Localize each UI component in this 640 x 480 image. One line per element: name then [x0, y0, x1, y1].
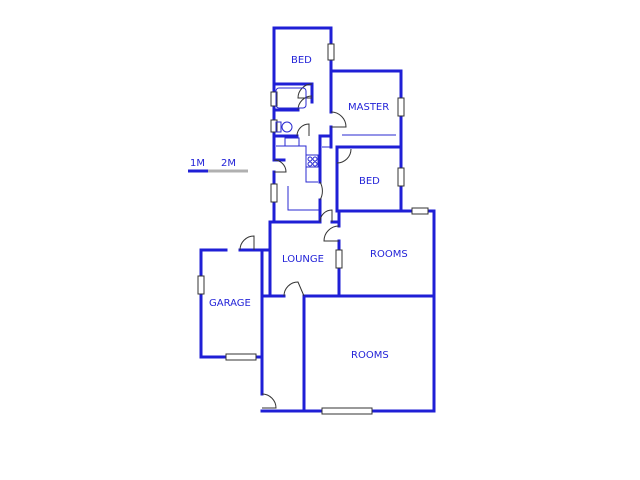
room-label-garage: GARAGE: [209, 298, 251, 309]
kitchen-sink: [284, 137, 300, 147]
door-bed-mid: [336, 148, 352, 164]
door-garage: [239, 235, 255, 251]
room-label-bed-top: BED: [291, 55, 312, 66]
room-label-rooms-lower: ROOMS: [351, 350, 389, 361]
wall-garage-left: [199, 248, 228, 359]
toilet-cistern: [275, 121, 282, 133]
scale-bar: 1M 2M: [188, 158, 248, 173]
stove-burner: [307, 161, 313, 167]
door-lower-passage: [283, 281, 305, 297]
windows: [197, 43, 429, 415]
door-toilet: [296, 123, 310, 137]
window-rooms-lower: [321, 407, 373, 415]
stove-burner: [307, 156, 313, 162]
door-bed-top: [297, 83, 313, 99]
toilet-bowl: [281, 121, 293, 133]
wall-kitchen-left: [272, 134, 286, 162]
window-passage: [270, 183, 278, 203]
window-bed-mid: [397, 167, 405, 187]
fixtures: [275, 87, 396, 211]
scale-label-1m: 1M: [190, 158, 205, 169]
room-label-lounge: LOUNGE: [282, 254, 324, 265]
garage-door: [225, 353, 257, 361]
doors: [239, 83, 352, 409]
window-master: [397, 97, 405, 117]
passage-counter: [287, 186, 320, 211]
window-garage: [197, 275, 205, 295]
stove-burner: [312, 156, 318, 162]
stove-burner: [312, 161, 318, 167]
stove: [305, 154, 319, 168]
window-bath-top: [270, 91, 278, 107]
door-lounge-top: [319, 209, 333, 223]
room-label-master: MASTER: [348, 102, 389, 113]
scale-label-2m: 2M: [221, 158, 236, 169]
door-rooms-upper: [323, 225, 340, 242]
bathtub: [275, 87, 307, 109]
wall-master: [329, 69, 403, 149]
room-label-bed-mid: BED: [359, 176, 380, 187]
window-lounge: [335, 249, 343, 269]
door-master: [330, 111, 347, 128]
window-bath-bottom: [270, 119, 278, 133]
room-label-rooms-upper: ROOMS: [370, 249, 408, 260]
window-rooms-upper: [411, 207, 429, 215]
door-exterior: [261, 393, 277, 409]
walls: [199, 26, 436, 413]
wall-lounge: [268, 220, 322, 298]
window-bed-top: [327, 43, 335, 61]
room-labels: BED MASTER BED LOUNGE ROOMS GARAGE ROOMS: [209, 55, 408, 361]
door-kitchen: [273, 159, 287, 173]
door-passage: [319, 181, 323, 201]
